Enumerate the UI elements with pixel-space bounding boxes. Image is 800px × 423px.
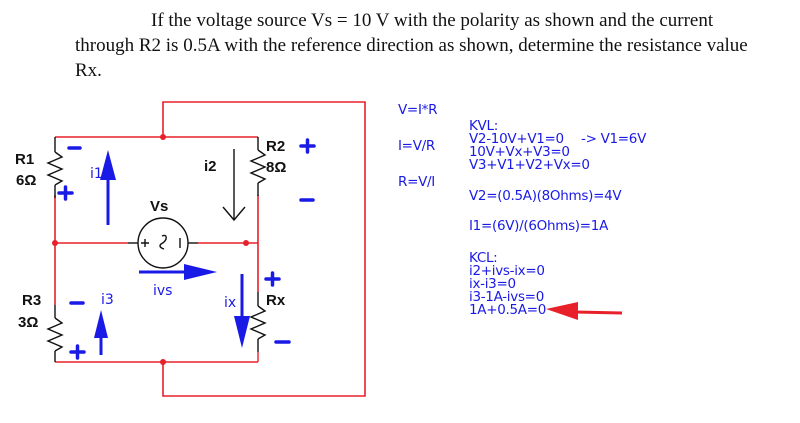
arrow-ivs	[139, 264, 217, 280]
kcl-eq-2: ix-i3=0	[469, 276, 516, 292]
i1-label: i1	[90, 166, 103, 182]
ohm-formula-2: I=V/R	[398, 138, 435, 154]
kcl-title: KCL:	[469, 250, 498, 266]
ohm-formula-3: R=V/I	[398, 174, 435, 190]
kvl-block: KVL: V2-10V+V1=0 10V+Vx+V3=0 V3+V1+V2+Vx…	[469, 118, 590, 173]
kcl-eq-1: i2+ivs-ix=0	[469, 263, 545, 279]
node-top	[160, 134, 166, 140]
problem-line-3: Rx.	[75, 60, 102, 81]
kvl-result: -> V1=6V	[581, 131, 647, 147]
ivs-label: ivs	[153, 283, 172, 299]
voltage-source	[128, 217, 198, 269]
highlight-arrow	[546, 302, 623, 320]
problem-line-1: If the voltage source Vs = 10 V with the…	[151, 10, 714, 31]
nodes	[52, 134, 249, 365]
wires	[54, 101, 366, 397]
kvl-eq-1: V2-10V+V1=0	[469, 131, 564, 147]
r2-name: R2	[266, 138, 285, 155]
arrow-i3	[94, 310, 108, 355]
wire-outer-top	[162, 101, 366, 397]
resistor-r1	[46, 137, 64, 198]
kvl-eq-2: 10V+Vx+V3=0	[469, 144, 570, 160]
source-tilde	[159, 234, 167, 250]
resistor-r3	[46, 305, 64, 362]
ix-label: ix	[224, 295, 236, 311]
arrow-i1	[100, 150, 116, 225]
i1-calc: I1=(6V)/(6Ohms)=1A	[469, 218, 609, 234]
kcl-eq-4: 1A+0.5A=0	[469, 302, 547, 318]
r3-plus-mark	[69, 344, 86, 360]
arrow-ix	[234, 274, 250, 348]
rx-name: Rx	[266, 292, 286, 309]
node-bottom	[160, 359, 166, 365]
r3-name: R3	[22, 292, 41, 309]
kcl-eq-3: i3-1A-ivs=0	[469, 289, 544, 305]
vs-name: Vs	[150, 198, 168, 215]
r1-plus-mark	[57, 185, 74, 201]
r1-name: R1	[15, 151, 34, 168]
arrow-i2	[222, 149, 246, 222]
kcl-block: KCL: i2+ivs-ix=0 ix-i3=0 i3-1A-ivs=0 1A+…	[469, 250, 547, 318]
v2-calc: V2=(0.5A)(8Ohms)=4V	[469, 188, 622, 204]
problem-line-2: through R2 is 0.5A with the reference di…	[75, 35, 748, 56]
kvl-eq-3: V3+V1+V2+Vx=0	[469, 157, 590, 173]
node-right	[243, 240, 249, 246]
i2-label: i2	[204, 158, 217, 175]
source-plus	[141, 239, 149, 247]
r2-value: 8Ω	[266, 159, 286, 176]
resistor-r2	[249, 137, 267, 196]
ohm-formula-1: V=I*R	[398, 102, 438, 118]
kvl-title: KVL:	[469, 118, 498, 134]
resistor-rx	[249, 292, 267, 362]
node-left	[52, 240, 58, 246]
r3-value: 3Ω	[18, 314, 38, 331]
problem-statement: If the voltage source Vs = 10 V with the…	[75, 8, 795, 83]
r2-plus-mark	[299, 138, 316, 154]
rx-plus-mark	[264, 271, 281, 287]
r1-value: 6Ω	[16, 172, 36, 189]
i3-label: i3	[101, 292, 114, 308]
